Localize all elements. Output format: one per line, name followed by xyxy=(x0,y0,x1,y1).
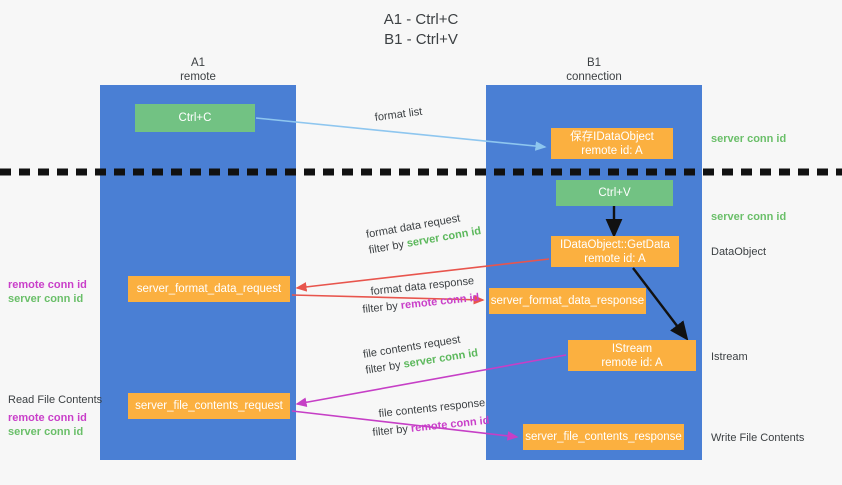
edge-label-fdr-filter-prefix: filter by xyxy=(367,238,408,257)
node-server-file-contents-response[interactable]: server_file_contents_response xyxy=(523,424,684,450)
node-ctrl-v[interactable]: Ctrl+V xyxy=(556,180,673,206)
lane-a1-name: A1 xyxy=(190,57,206,69)
edge-label-fcres-filter-key: remote conn id xyxy=(410,414,490,435)
edge-label-file-contents-response: file contents response filter by remote … xyxy=(370,396,490,440)
edge-label-format-list-text: format list xyxy=(374,105,423,124)
page-title: A1 - Ctrl+C B1 - Ctrl+V xyxy=(0,10,842,50)
left-label-read-file-contents: Read File Contents xyxy=(8,394,103,406)
node-server-file-contents-request[interactable]: server_file_contents_request xyxy=(128,393,290,419)
left-label-server-conn-id-1: server conn id xyxy=(8,293,84,305)
lane-b1-name: B1 xyxy=(586,57,602,69)
lane-header-b1: B1 connection xyxy=(486,56,702,84)
right-label-dataobject: DataObject xyxy=(711,246,767,258)
edge-label-format-list: format list xyxy=(374,105,423,125)
right-label-write-file-contents: Write File Contents xyxy=(711,432,805,444)
lane-b1-sub: connection xyxy=(566,71,622,83)
lane-header-a1: A1 remote xyxy=(100,56,296,84)
lane-a1-sub: remote xyxy=(180,71,216,83)
edge-label-fcr-filter-prefix: filter by xyxy=(364,358,405,377)
left-label-server-conn-id-2: server conn id xyxy=(8,426,84,438)
node-ctrl-v-label: Ctrl+V xyxy=(598,187,631,199)
node-save-idataobject-line2: remote id: A xyxy=(581,144,643,157)
node-ctrl-c-label: Ctrl+C xyxy=(178,112,212,124)
left-label-remote-conn-id-1: remote conn id xyxy=(8,279,87,291)
left-label-conn-id-group-1: remote conn id server conn id xyxy=(8,278,87,306)
node-server-format-data-request-label: server_format_data_request xyxy=(136,283,282,295)
node-server-format-data-request[interactable]: server_format_data_request xyxy=(128,276,290,302)
node-idataobject-getdata[interactable]: IDataObject::GetData remote id: A xyxy=(551,236,679,267)
edge-label-fdres-filter-prefix: filter by xyxy=(361,299,402,316)
node-server-file-contents-request-label: server_file_contents_request xyxy=(135,400,283,412)
edge-label-fcres-filter-prefix: filter by xyxy=(371,422,412,439)
title-line-1: A1 - Ctrl+C xyxy=(383,11,459,28)
node-server-format-data-response-label: server_format_data_response xyxy=(490,295,645,307)
edge-label-fdres-filter-key: remote conn id xyxy=(400,291,480,312)
edge-label-file-contents-request: file contents request filter by server c… xyxy=(362,330,479,377)
node-istream-line2: remote id: A xyxy=(601,356,663,369)
right-label-server-conn-id-mid: server conn id xyxy=(711,211,787,223)
node-server-format-data-response[interactable]: server_format_data_response xyxy=(489,288,646,314)
node-idataobject-getdata-line1: IDataObject::GetData xyxy=(560,238,670,251)
node-idataobject-getdata-line2: remote id: A xyxy=(584,252,646,265)
left-label-remote-conn-id-2: remote conn id xyxy=(8,412,87,424)
node-ctrl-c[interactable]: Ctrl+C xyxy=(135,104,255,132)
edge-label-format-data-response: format data response filter by remote co… xyxy=(360,274,480,317)
right-label-server-conn-id-top: server conn id xyxy=(711,133,787,145)
node-istream[interactable]: IStream remote id: A xyxy=(568,340,696,371)
left-label-conn-id-group-2: remote conn id server conn id xyxy=(8,411,87,439)
node-istream-line1: IStream xyxy=(611,342,653,355)
title-line-2: B1 - Ctrl+V xyxy=(384,31,458,48)
node-save-idataobject-line1: 保存IDataObject xyxy=(570,130,654,143)
node-save-idataobject[interactable]: 保存IDataObject remote id: A xyxy=(551,128,673,159)
node-server-file-contents-response-label: server_file_contents_response xyxy=(525,431,682,443)
right-label-istream: Istream xyxy=(711,351,748,363)
edge-label-format-data-request: format data request filter by server con… xyxy=(365,208,482,257)
